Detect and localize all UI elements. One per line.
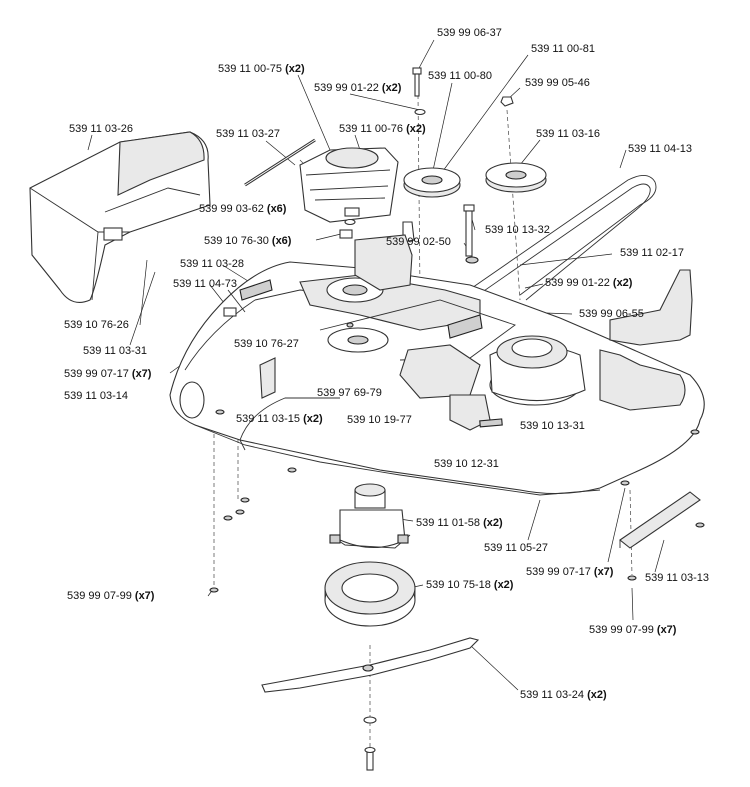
- part-label: 539 11 00-81: [531, 43, 596, 55]
- part-label: 539 99 06-37: [437, 27, 502, 39]
- part-label: 539 99 01-22 (x2): [314, 82, 402, 94]
- part-label: 539 10 13-32: [485, 224, 550, 236]
- part-label: 539 10 19-77: [347, 414, 412, 426]
- part-label: 539 99 02-50: [386, 236, 451, 248]
- part-label: 539 10 12-31: [434, 458, 499, 470]
- part-label: 539 11 02-17: [620, 247, 685, 259]
- part-label: 539 10 75-18 (x2): [426, 579, 514, 591]
- part-label: 539 10 76-30 (x6): [204, 235, 292, 247]
- part-label: 539 11 03-24 (x2): [520, 689, 607, 701]
- part-label: 539 11 03-31: [83, 345, 148, 357]
- part-label: 539 10 76-27: [234, 338, 299, 350]
- part-label: 539 11 00-76 (x2): [339, 123, 426, 135]
- part-label: 539 99 07-99 (x7): [67, 590, 155, 602]
- part-label: 539 99 07-17 (x7): [64, 368, 152, 380]
- part-label: 539 11 03-15 (x2): [236, 413, 323, 425]
- part-label: 539 11 00-80: [428, 70, 493, 82]
- part-label: 539 11 03-27: [216, 128, 281, 140]
- part-label: 539 11 04-13: [628, 143, 693, 155]
- part-label: 539 10 13-31: [520, 420, 585, 432]
- part-label: 539 11 04-73: [173, 278, 238, 290]
- part-label: 539 11 03-26: [69, 123, 134, 135]
- part-label: 539 99 03-62 (x6): [199, 203, 287, 215]
- part-label: 539 97 69-79: [317, 387, 382, 399]
- part-label: 539 11 05-27: [484, 542, 549, 554]
- part-label: 539 99 07-17 (x7): [526, 566, 614, 578]
- part-label: 539 99 05-46: [525, 77, 590, 89]
- part-label: 539 11 00-75 (x2): [218, 63, 305, 75]
- part-label: 539 99 06-55: [579, 308, 644, 320]
- part-label: 539 99 01-22 (x2): [545, 277, 633, 289]
- part-label: 539 11 01-58 (x2): [416, 517, 503, 529]
- part-label: 539 11 03-14: [64, 390, 129, 402]
- part-label: 539 99 07-99 (x7): [589, 624, 677, 636]
- part-label: 539 10 76-26: [64, 319, 129, 331]
- part-label: 539 11 03-16: [536, 128, 601, 140]
- part-label: 539 11 03-13: [645, 572, 710, 584]
- part-label: 539 11 03-28: [180, 258, 245, 270]
